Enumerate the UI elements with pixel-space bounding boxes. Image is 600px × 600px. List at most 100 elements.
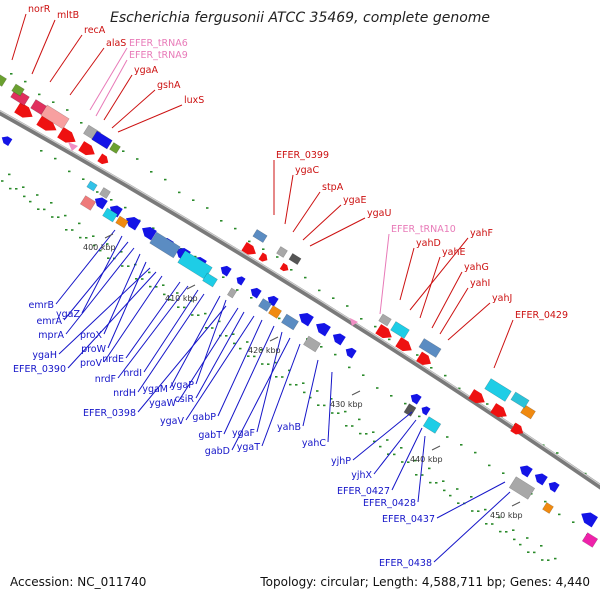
scale-tick-mark (431, 445, 441, 451)
topology-text: Topology: circular; Length: 4,588,711 bp… (260, 575, 590, 589)
gene-box (303, 335, 321, 353)
gene-box (109, 142, 121, 154)
gc-dot (435, 482, 438, 484)
gc-dot (471, 510, 474, 512)
gc-dot (491, 523, 494, 525)
gc-dot (414, 459, 417, 462)
gc-dot (387, 453, 390, 455)
trna-marker (350, 318, 358, 326)
gene-label: EFER_0429 (515, 310, 568, 321)
gene-label: ygaV (160, 416, 184, 427)
gc-dot (178, 191, 181, 194)
gc-dot (388, 338, 391, 341)
leader-line (81, 235, 123, 314)
gc-dot (107, 257, 110, 259)
reverse-gene-arrow (142, 226, 157, 241)
gc-dot (232, 333, 235, 335)
gene-box (86, 180, 98, 192)
gc-dot (276, 256, 279, 258)
scale-tick-label: 440 kbp (410, 455, 443, 464)
gene-box (102, 207, 118, 223)
gc-dot (148, 271, 151, 274)
forward-gene-arrow (14, 102, 33, 118)
gc-dot (379, 445, 382, 448)
gene-label: EFER_0399 (276, 150, 329, 161)
gc-dot (304, 276, 307, 279)
gene-label: yahC (302, 438, 326, 449)
gc-dot (162, 284, 165, 286)
forward-gene-arrow (36, 114, 57, 131)
gc-dot (485, 523, 488, 525)
gc-dot (78, 222, 81, 225)
gc-dot (332, 297, 335, 299)
gc-dot (274, 361, 277, 364)
gc-dot (527, 551, 530, 553)
gene-label: nrdF (95, 374, 116, 385)
gc-dot (316, 390, 319, 392)
gc-dot (289, 383, 292, 386)
gc-dot (52, 101, 55, 103)
gc-dot (446, 436, 449, 438)
gene-label: ygaM (142, 384, 168, 395)
gene-label: proW (81, 344, 107, 355)
gc-dot (303, 391, 306, 394)
leader-line (439, 287, 469, 335)
gc-dot (460, 444, 463, 446)
gc-dot (323, 404, 326, 407)
reverse-gene-arrow (126, 216, 141, 231)
gc-dot (498, 516, 501, 519)
gene-box (288, 253, 302, 265)
gene-box (378, 313, 392, 327)
gene-label: EFER_0428 (363, 498, 416, 509)
forward-gene-arrow (395, 337, 412, 352)
gene-label: yahE (442, 247, 465, 258)
gene-label: EFER_0438 (379, 558, 432, 569)
gc-dot (197, 314, 200, 316)
gc-dot (51, 216, 54, 218)
gc-dot (558, 513, 561, 516)
gc-dot (85, 237, 88, 239)
leader-line (63, 241, 129, 321)
gene-box (542, 502, 554, 514)
gene-box (177, 250, 213, 280)
forward-gene-arrow (97, 153, 109, 165)
gene-box (520, 404, 536, 420)
reverse-gene-arrow (519, 465, 533, 478)
leader-line (95, 59, 128, 117)
gc-dot (9, 187, 12, 190)
scale-tick-mark (351, 390, 361, 396)
gene-box (258, 298, 272, 312)
map-title: Escherichia fergusonii ATCC 35469, compl… (109, 10, 491, 26)
gene-label: emrA (36, 316, 62, 327)
leader-line (261, 343, 301, 447)
gc-dot (540, 545, 543, 547)
gene-box (268, 305, 282, 319)
gc-dot (317, 404, 320, 406)
gc-dot (275, 376, 278, 378)
gc-dot (54, 157, 57, 160)
forward-gene-arrow (279, 262, 289, 272)
gc-dot (8, 173, 11, 176)
gene-label: EFER_tRNA6 (129, 38, 188, 49)
gene-label: ygaT (237, 442, 260, 453)
leader-line (352, 411, 413, 461)
gc-dot (135, 278, 138, 280)
gene-box (418, 338, 442, 358)
reverse-gene-arrow (299, 312, 314, 327)
leader-line (373, 419, 417, 475)
gc-dot (204, 312, 207, 315)
leader-line (58, 267, 151, 355)
scale-tick-label: 450 kbp (490, 511, 523, 520)
gene-box (403, 403, 417, 417)
gene-label: nrdI (123, 368, 142, 379)
gc-dot (110, 199, 113, 201)
gene-label: gabD (205, 446, 230, 457)
gc-dot (267, 363, 270, 365)
reverse-gene-arrow (345, 347, 357, 359)
gc-dot (194, 255, 197, 258)
leader-line (185, 315, 255, 421)
gc-dot (547, 559, 550, 561)
gc-dot (449, 494, 452, 497)
gc-dot (121, 265, 124, 267)
gc-dot (22, 186, 25, 188)
